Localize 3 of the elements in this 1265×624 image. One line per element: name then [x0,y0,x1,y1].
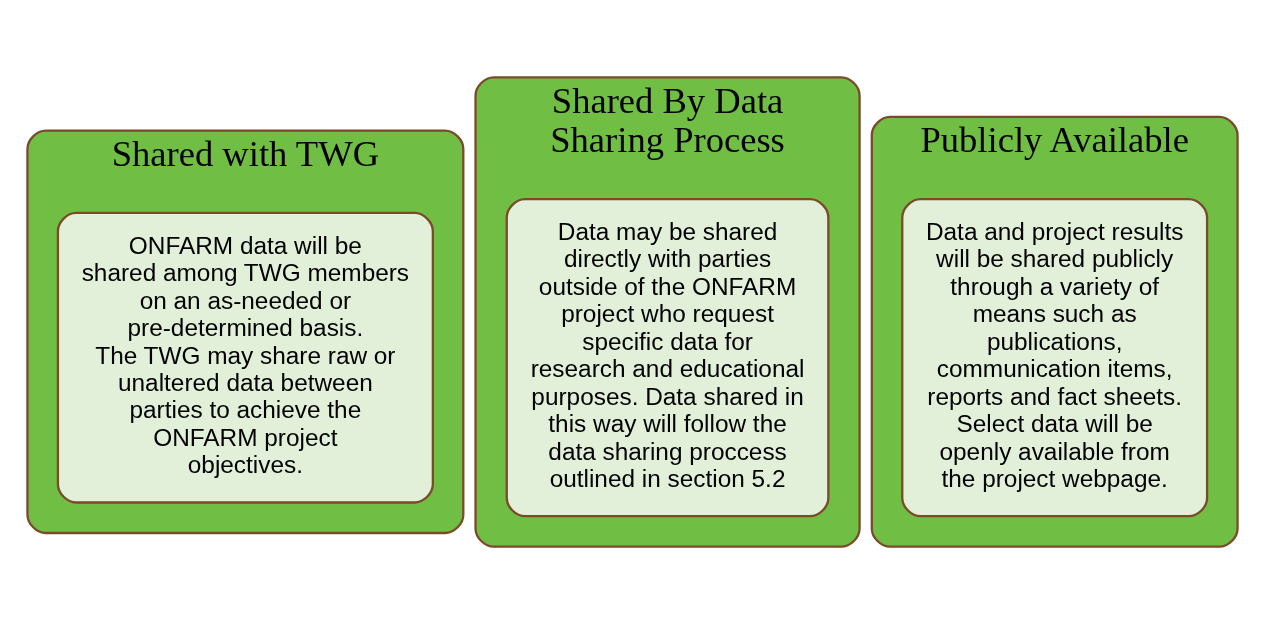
node-box: ONFARM data will be shared among TWG members on an as-needed or pre-determined basis. The TWG may share raw or unaltered data between parties to achieve the ONFARM project objectives. [56,211,434,504]
node-box: Data and project results will be shared publicly through a variety of means such as publications, communication items, reports and fact sheets. Select data will be openly available from the project webpage. [901,198,1209,518]
node-box: Data may be shared directly with parties outside of the ONFARM project who request specific data for research and educational purposes. Data shared in this way will follow the data sharing proccess outlined in section 5.2 [505,198,830,518]
